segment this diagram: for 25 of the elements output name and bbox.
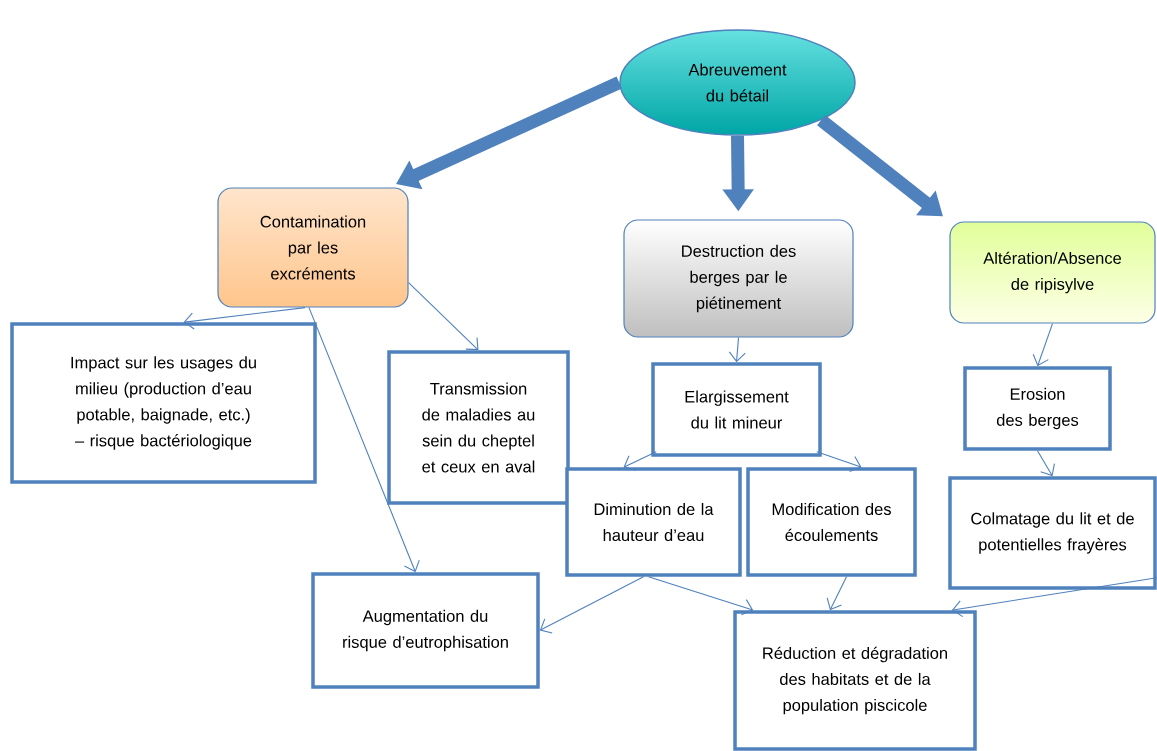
arrow (816, 451, 862, 473)
effect-box: Elargissement du lit mineur (651, 362, 822, 457)
effect-box: Modification des écoulements (746, 467, 917, 577)
arrow (728, 337, 746, 363)
arrow (308, 307, 420, 573)
arrow (951, 577, 1157, 618)
effect-box: Augmentation du risque d’eutrophisation (311, 572, 540, 689)
effect-box: Colmatage du lit et de potentielles frayères (948, 476, 1157, 590)
effect-box: Diminution de la hauteur d’eau (565, 467, 742, 577)
arrow (817, 115, 943, 217)
effect-box: Impact sur les usages du milieu (production d’eau potable, baignade, etc.) – risque bactériologique (10, 322, 317, 484)
arrow (623, 451, 657, 471)
effect-box: Erosion des berges (963, 366, 1112, 451)
arrow (408, 282, 479, 351)
arrow (183, 307, 306, 330)
cause-box: Contamination par les excréments (217, 187, 409, 308)
effect-box: Transmission de maladies au sein du cheptel et ceux en aval (387, 350, 570, 505)
arrow (1032, 323, 1054, 367)
arrow (826, 576, 848, 611)
arrow (1036, 450, 1055, 477)
effect-box: Réduction et dégradation des habitats et de la population piscicole (733, 610, 977, 751)
arrow (539, 576, 645, 634)
cause-box: Destruction des berges par le piétinement (623, 219, 854, 338)
cause-box: Altération/Absence de ripisylve (949, 221, 1156, 324)
arrow (647, 576, 754, 616)
